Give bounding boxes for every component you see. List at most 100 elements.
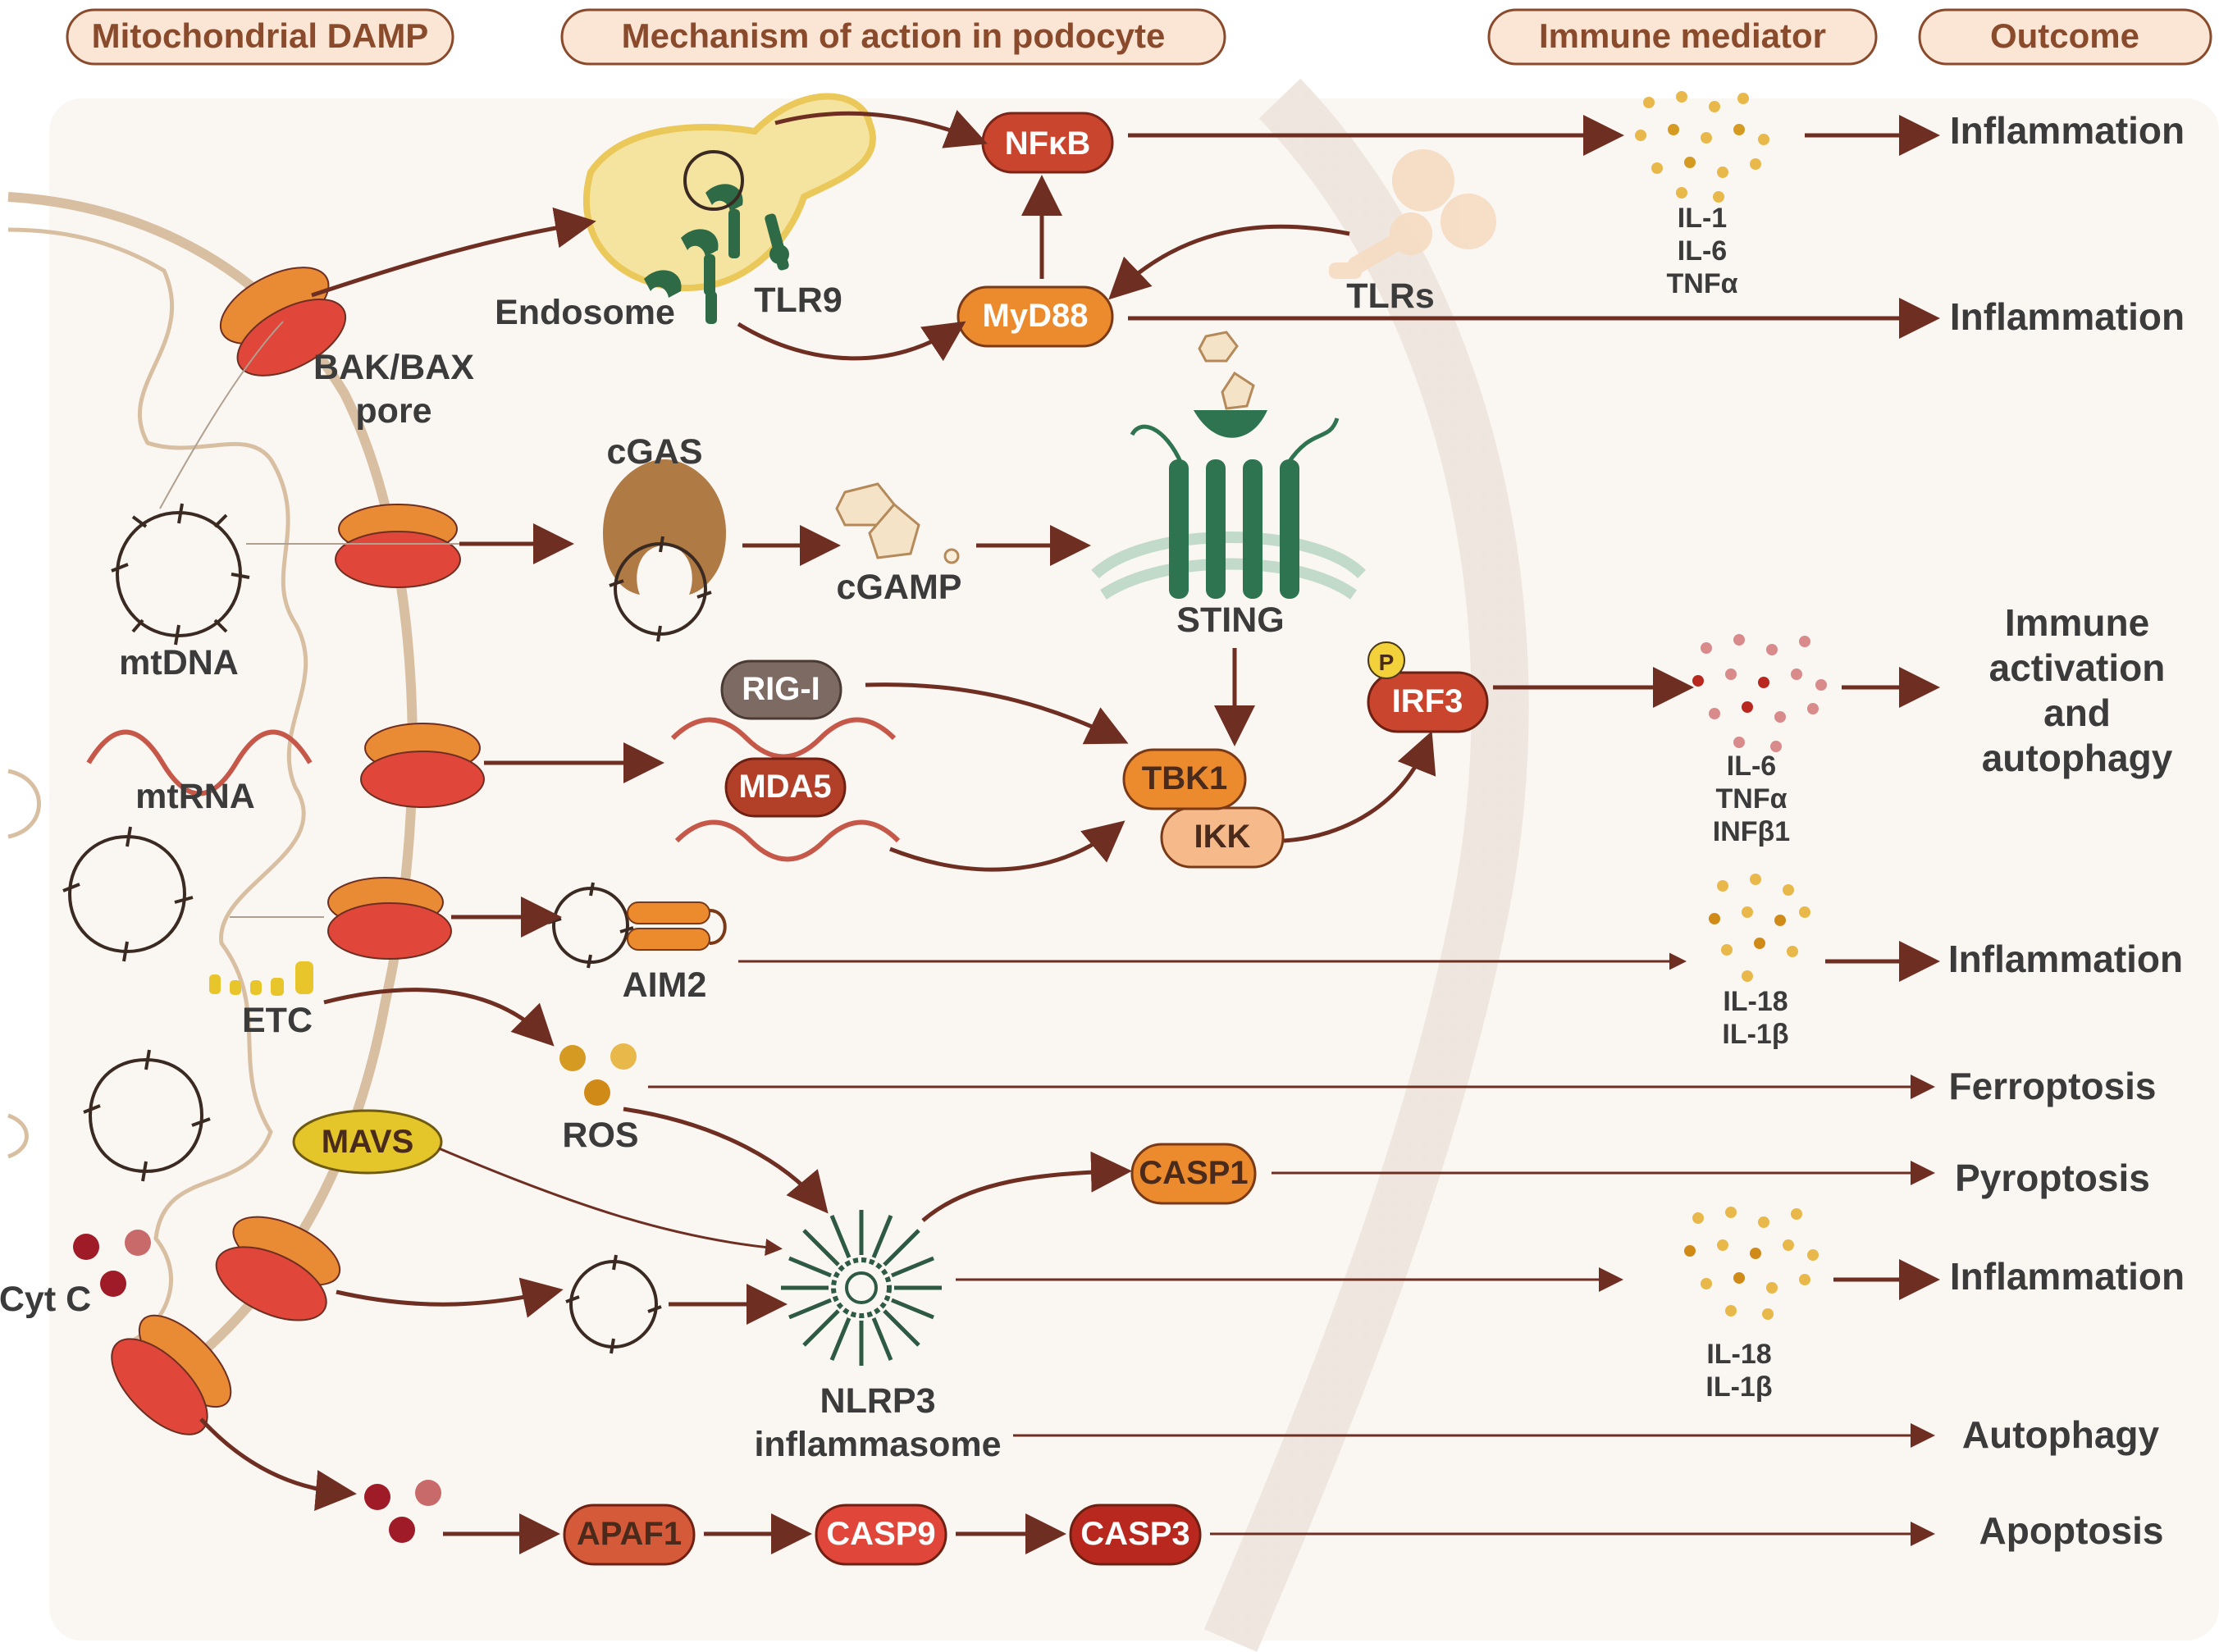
tbk1-node: TBK1 (1122, 748, 1247, 810)
mtrna-label: mtRNA (135, 777, 255, 816)
etc-complex-icon (209, 961, 313, 996)
inflammasome-label: inflammasome (754, 1425, 1001, 1464)
tlr9-icon (644, 184, 789, 324)
mtdna-icon (111, 503, 250, 646)
nlrp3-label: NLRP3 (820, 1381, 936, 1421)
nfkb-node: NFκB (981, 112, 1114, 174)
cgas-dna-icon (609, 536, 712, 642)
sting-icon (1169, 410, 1299, 599)
rigi-rna-icon (670, 717, 897, 760)
pore-top (219, 267, 347, 376)
mtdna-icon-3 (83, 1049, 211, 1182)
irf3-label: IRF3 (1392, 683, 1463, 719)
cytc-label: Cyt C (0, 1280, 91, 1319)
pore-aim2 (327, 877, 452, 960)
mediator-2-line-1: IL-6 (1727, 751, 1776, 782)
casp1-label: CASP1 (1139, 1155, 1248, 1191)
cytokine-cluster-4 (1684, 1207, 1819, 1320)
tlrs-label: TLRs (1346, 276, 1435, 316)
sting-ligand-icon (1198, 331, 1255, 410)
outcome-immune-line-1: Immune (2005, 601, 2149, 644)
mitochondrion-cristae-2 (7, 769, 41, 1159)
mtdna-label: mtDNA (119, 643, 239, 682)
cytokine-cluster-2 (1692, 634, 1827, 752)
nlrp3-dna-icon (565, 1254, 662, 1354)
header-damp-label: Mitochondrial DAMP (92, 16, 429, 55)
mda5-rna-icon (674, 819, 901, 862)
irf3-node: IRF3 (1367, 671, 1489, 733)
mediator-3-line-2: IL-1β (1722, 1019, 1788, 1050)
apaf1-label: APAF1 (577, 1516, 682, 1552)
header-mechanism-label: Mechanism of action in podocyte (622, 16, 1166, 55)
mavs-label: MAVS (322, 1124, 414, 1160)
myd88-label: MyD88 (983, 298, 1089, 334)
rigi-label: RIG-I (742, 671, 820, 707)
outcome-ferroptosis: Ferroptosis (1948, 1065, 2156, 1107)
etc-label: ETC (242, 1001, 313, 1040)
mediator-2-line-3: INFβ1 (1713, 816, 1790, 847)
cytochrome-c-icon (73, 1230, 151, 1297)
header-outcome-label: Outcome (1990, 16, 2139, 55)
header-mechanism: Mechanism of action in podocyte (560, 8, 1226, 66)
tlrs-icon (1329, 149, 1496, 279)
pore-mtdna (335, 504, 461, 588)
outcome-immune-line-2: activation (1989, 646, 2166, 689)
outcome-immune-line-4: autophagy (1982, 737, 2173, 779)
ros-label: ROS (562, 1116, 638, 1155)
endosome-dna-icon (683, 149, 745, 212)
cytokine-cluster-1 (1635, 91, 1769, 203)
header-outcome: Outcome (1918, 8, 2212, 66)
outcome-pyroptosis: Pyroptosis (1955, 1157, 2150, 1199)
aim2-icon (627, 901, 727, 951)
myd88-node: MyD88 (957, 285, 1114, 348)
header-mediator: Immune mediator (1487, 8, 1878, 66)
mavs-node: MAVS (292, 1109, 443, 1175)
cgamp-icon (835, 482, 960, 564)
cgas-label: cGAS (606, 432, 702, 472)
outcome-inflammation-4: Inflammation (1950, 1255, 2185, 1298)
cytc-released-icon (364, 1480, 441, 1543)
endosome-label: Endosome (495, 293, 675, 332)
cell-background (49, 98, 2219, 1641)
sting-er-icon (1091, 532, 1366, 600)
pore-mtrna (360, 723, 485, 808)
cgamp-label: cGAMP (837, 568, 962, 607)
rigi-node: RIG-I (720, 659, 842, 720)
mtdna-icon-2 (62, 826, 194, 962)
ikk-label: IKK (1194, 819, 1251, 855)
mda5-node: MDA5 (724, 757, 847, 818)
casp3-label: CASP3 (1080, 1516, 1189, 1552)
tlr9-label: TLR9 (754, 281, 842, 320)
mediator-4-line-2: IL-1β (1705, 1371, 1772, 1403)
nlrp3-icon (781, 1210, 942, 1366)
outcome-inflammation-3: Inflammation (1948, 938, 2183, 980)
mediator-2-line-2: TNFα (1716, 783, 1788, 815)
mediator-1-line-3: TNFα (1667, 268, 1738, 299)
mediator-4-line-1: IL-18 (1706, 1339, 1771, 1370)
mda5-label: MDA5 (738, 769, 831, 805)
outcome-autophagy: Autophagy (1962, 1413, 2160, 1456)
casp9-label: CASP9 (826, 1516, 935, 1552)
bak-bax-label: BAK/BAX (313, 348, 474, 387)
casp3-node: CASP3 (1069, 1504, 1202, 1566)
sting-label: STING (1176, 600, 1284, 640)
cytokine-cluster-3 (1709, 874, 1810, 982)
aim2-label: AIM2 (623, 965, 707, 1005)
cell-membrane-inner (1208, 81, 1525, 1650)
outcome-inflammation-1: Inflammation (1950, 109, 2185, 152)
header-damp: Mitochondrial DAMP (66, 8, 454, 66)
mediator-1-line-2: IL-6 (1678, 235, 1727, 267)
nfkb-label: NFκB (1005, 125, 1091, 162)
phosphate-label: P (1379, 650, 1395, 675)
casp9-node: CASP9 (815, 1504, 947, 1566)
pore-nlrp3 (215, 1216, 341, 1321)
outcome-apoptosis: Apoptosis (1979, 1509, 2164, 1552)
outcome-inflammation-2: Inflammation (1950, 295, 2185, 338)
header-mediator-label: Immune mediator (1539, 16, 1826, 55)
pore-label: pore (355, 391, 431, 431)
arrows (159, 110, 1940, 1554)
outcome-immune-line-3: and (2043, 691, 2111, 734)
mtrna-icon (86, 729, 313, 796)
ros-icon (559, 1043, 637, 1106)
